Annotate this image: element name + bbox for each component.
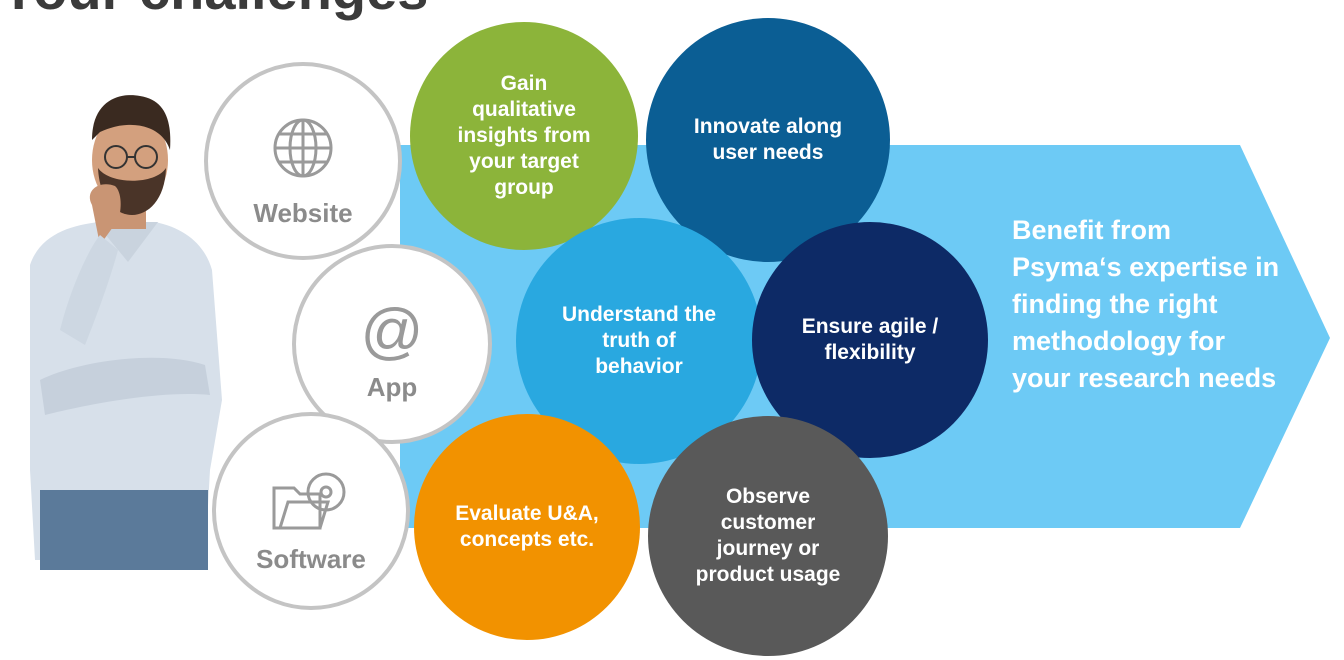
circle-agile-text: Ensure agile / flexibility	[801, 315, 939, 364]
circle-innovate: Innovate along user needs	[646, 18, 890, 262]
channel-app: @ App	[292, 244, 492, 444]
channel-label-website: Website	[253, 198, 353, 228]
circle-observe-text: Observe customer journey or product usag…	[695, 485, 841, 586]
channel-software: Software	[212, 412, 410, 610]
channel-website: Website	[204, 62, 402, 260]
circle-agile: Ensure agile / flexibility	[752, 222, 988, 458]
slide-title: Your challenges	[0, 0, 600, 20]
globe-icon	[273, 118, 333, 178]
circle-observe: Observe customer journey or product usag…	[648, 416, 888, 656]
benefit-text: Benefit from Psyma‘s expertise in findin…	[1012, 215, 1280, 393]
folder-disc-icon	[272, 472, 346, 530]
circle-evaluate-text: Evaluate U&A, concepts etc.	[455, 502, 599, 551]
circle-gain-insights: Gain qualitative insights from your targ…	[410, 22, 638, 250]
circle-gain-text: Gain qualitative insights from your targ…	[457, 72, 591, 199]
channel-label-software: Software	[256, 544, 366, 574]
circle-innovate-text: Innovate along user needs	[693, 115, 843, 164]
circle-understand-text: Understand the truth of behavior	[561, 303, 716, 378]
svg-text:@: @	[362, 300, 422, 364]
circle-evaluate: Evaluate U&A, concepts etc.	[414, 414, 640, 640]
channel-label-app: App	[366, 372, 418, 402]
at-sign-icon: @	[362, 300, 422, 364]
